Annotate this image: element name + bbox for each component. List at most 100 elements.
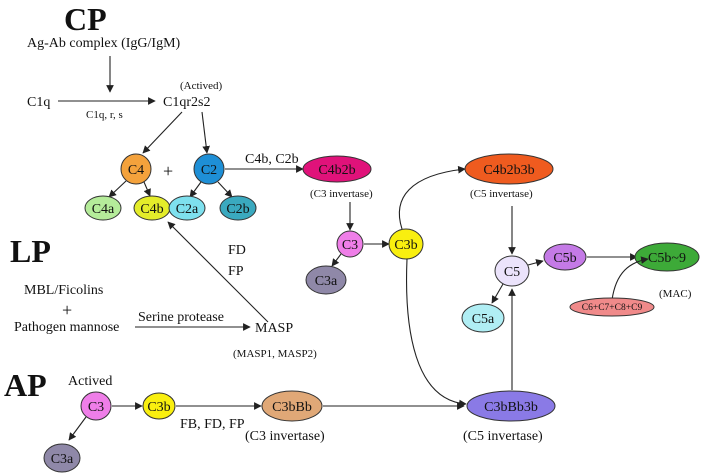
c3-cp-shape <box>336 230 364 258</box>
c5-label: C5 <box>504 265 520 280</box>
lp-fd: FD <box>228 243 246 258</box>
c4a-node: C4a <box>84 195 122 221</box>
c1-to-c4-arrow <box>142 111 183 154</box>
c1-to-c2-arrow <box>201 111 210 154</box>
c5-node: C5 <box>494 255 530 287</box>
c3-cp-node: C3 <box>336 230 364 258</box>
c4-to-c4a-arrow <box>108 180 127 198</box>
mac-label: (MAC) <box>659 288 692 300</box>
c5-to-c5b-arrow <box>527 259 544 267</box>
c3b-cp-node: C3b <box>388 228 424 260</box>
c3bbb-label: C3bBb <box>272 400 312 415</box>
c2-label: C2 <box>201 163 217 178</box>
c3a-ap-shape <box>43 443 81 473</box>
c3bbb3b-shape <box>466 390 556 422</box>
c3-to-c3a-arrow <box>331 253 342 267</box>
ap-factors: FB, FD, FP <box>180 417 245 432</box>
ap-c5-invertase: (C5 invertase) <box>463 429 543 444</box>
c3b-ap-shape <box>142 392 176 420</box>
c5b-label: C5b <box>553 251 576 266</box>
c5b9-shape <box>634 242 700 272</box>
c3bbb-shape <box>261 390 323 422</box>
ap-heading: AP <box>4 367 47 403</box>
actived-label: (Actived) <box>180 80 222 92</box>
c3b-ap-label: C3b <box>147 400 170 415</box>
c3a-ap-node: C3a <box>43 443 81 473</box>
c2-to-c2b-arrow <box>217 181 233 198</box>
cp-trigger: Ag-Ab complex (IgG/IgM) <box>27 36 181 51</box>
c3b-cp-shape <box>388 228 424 260</box>
c4-shape <box>120 153 152 185</box>
cp-plus: + <box>163 161 173 181</box>
c3-ap-node: C3 <box>80 391 112 421</box>
lp-masp-sub: (MASP1, MASP2) <box>233 348 317 360</box>
c5a-shape <box>461 303 505 333</box>
c3-cp-label: C3 <box>342 238 358 253</box>
c2a-label: C2a <box>176 202 199 217</box>
lp-pathogen: Pathogen mannose <box>14 320 119 335</box>
c5b9-node: C5b~9 <box>634 242 700 272</box>
c4b-label: C4b <box>140 202 163 217</box>
c3bbb3b-node: C3bBb3b <box>466 390 556 422</box>
c4-to-c4b-arrow <box>143 181 151 197</box>
c4a-shape <box>84 195 122 221</box>
c2b-shape <box>219 195 257 221</box>
c3b-to-c4b2b3b-curve <box>398 165 466 230</box>
c5b-node: C5b <box>543 243 587 271</box>
c6c9-to-mac-curve <box>611 256 649 301</box>
c3b-ap-node: C3b <box>142 392 176 420</box>
c2b-node: C2b <box>219 195 257 221</box>
c4b-node: C4b <box>133 195 171 221</box>
c3b-to-c3bbb3b-curve <box>406 258 467 408</box>
c2b-label: C2b <box>226 202 249 217</box>
c5-shape <box>494 255 530 287</box>
lp-mbl: MBL/Ficolins <box>24 283 103 298</box>
c4b2b3b-label: C4b2b3b <box>483 163 534 178</box>
lp-serine: Serine protease <box>138 310 224 325</box>
c6c9-node: C6+C7+C8+C9 <box>569 297 655 317</box>
c3a-cp-label: C3a <box>315 274 338 289</box>
c2a-node: C2a <box>168 195 206 221</box>
c1-subunits-label: C1q, r, s <box>86 109 123 121</box>
c4b2b-node: C4b2b <box>302 155 372 183</box>
c6c9-label: C6+C7+C8+C9 <box>582 303 643 313</box>
c4-node: C4 <box>120 153 152 185</box>
c4b2b3b-shape <box>464 153 554 185</box>
c4b2b3b-node: C4b2b3b <box>464 153 554 185</box>
c5a-node: C5a <box>461 303 505 333</box>
c5b9-label: C5b~9 <box>648 251 686 266</box>
c4b2b-label: C4b2b <box>318 163 355 178</box>
c1qr2s2-label: C1qr2s2 <box>163 95 210 110</box>
c2-to-c2a-arrow <box>189 181 202 198</box>
cp-heading: CP <box>64 1 107 37</box>
c4b2b-shape <box>302 155 372 183</box>
lp-heading: LP <box>10 233 51 269</box>
c3bbb3b-label: C3bBb3b <box>484 400 538 415</box>
ap-actived: Actived <box>68 374 112 389</box>
c3b-cp-label: C3b <box>394 238 417 253</box>
c3a-cp-node: C3a <box>305 265 347 295</box>
c3a-ap-label: C3a <box>51 452 74 467</box>
ap-c3-to-c3a-arrow <box>68 416 87 441</box>
c3bbb-node: C3bBb <box>261 390 323 422</box>
c3-ap-shape <box>80 391 112 421</box>
masp-to-c4b-arrow <box>167 221 269 323</box>
c2a-shape <box>168 195 206 221</box>
c3a-cp-shape <box>305 265 347 295</box>
c5a-label: C5a <box>472 312 495 327</box>
c3-ap-label: C3 <box>88 400 104 415</box>
lp-plus: + <box>62 300 72 320</box>
cp-c5-invertase: (C5 invertase) <box>470 188 533 200</box>
c6c9-shape <box>569 297 655 317</box>
cp-c3-invertase: (C3 invertase) <box>310 188 373 200</box>
c1q-label: C1q <box>27 95 50 110</box>
c2-shape <box>193 153 225 185</box>
ap-c3-invertase: (C3 invertase) <box>245 429 325 444</box>
c4a-label: C4a <box>92 202 115 217</box>
c5-to-c5a-arrow <box>491 283 504 304</box>
lp-masp: MASP <box>255 321 293 336</box>
c4-label: C4 <box>128 163 144 178</box>
c5b-shape <box>543 243 587 271</box>
c2-node: C2 <box>193 153 225 185</box>
